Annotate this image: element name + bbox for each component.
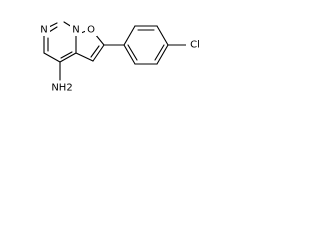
structure-canvas: N N O Cl NH2 (0, 0, 236, 111)
atom-label-n3: N (40, 25, 47, 36)
bond-ph-1 (123, 25, 136, 46)
bond-c7a-c4a-inner (60, 51, 73, 59)
atom-label-n1: N (72, 25, 79, 36)
bond-c5-c4a (75, 52, 94, 62)
bond-ph-3 (156, 25, 169, 46)
atom-label-cl: Cl (190, 40, 200, 51)
phenyl-ring (123, 25, 169, 65)
bond-c7a-c4a (59, 52, 77, 63)
atom-label-o: O (87, 25, 95, 36)
bond-ph-4 (156, 44, 169, 65)
bond-n3-c2-inner (48, 26, 58, 33)
bond-ph-6 (123, 44, 136, 65)
pyrimidine-ring (43, 21, 77, 63)
bond-ph-inner-2 (154, 44, 165, 61)
bond-c6-c5 (92, 44, 105, 62)
bond-ph-inner-3 (127, 44, 138, 61)
molecule-diagram: N N O Cl NH2 (38, 21, 202, 94)
bond-c4a-c4 (43, 52, 61, 63)
bond-c6-c5-inner (90, 45, 100, 58)
atom-label-nh2: NH2 (51, 83, 72, 94)
